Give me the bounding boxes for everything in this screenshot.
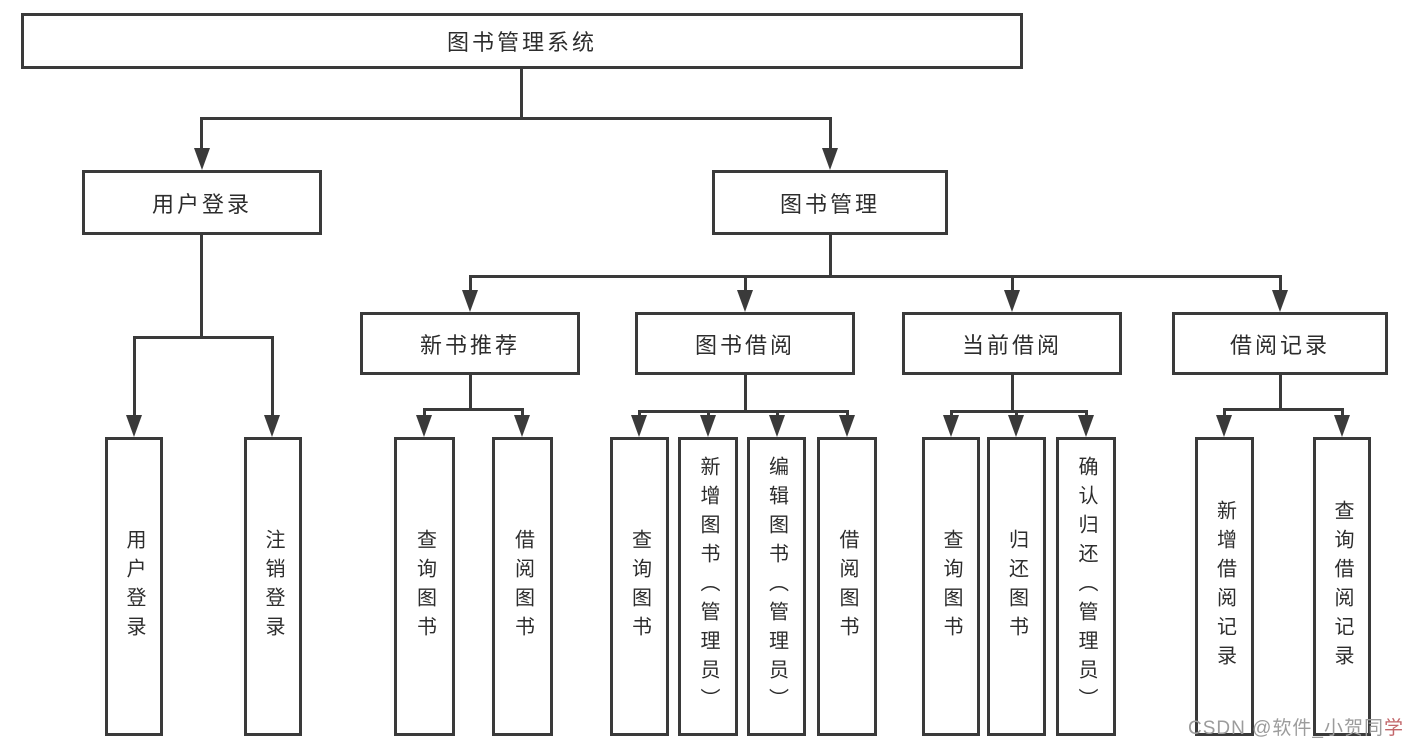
edge-line xyxy=(1279,375,1282,408)
edge-line xyxy=(200,117,203,148)
arrow-down-icon xyxy=(264,415,280,437)
arrow-down-icon xyxy=(194,148,210,170)
leaf-edit-book-admin-label: 编辑图书（管理员） xyxy=(765,456,788,717)
arrow-down-icon xyxy=(1272,290,1288,312)
edge-line xyxy=(200,235,203,336)
node-root-label: 图书管理系统 xyxy=(446,30,597,55)
arrow-down-icon xyxy=(514,415,530,437)
edge-line xyxy=(469,375,472,408)
leaf-edit-book-admin: 编辑图书（管理员） xyxy=(747,437,806,736)
edge-line xyxy=(271,336,274,415)
node-borrow-record-label: 借阅记录 xyxy=(1229,332,1330,358)
arrow-down-icon xyxy=(700,415,716,437)
edge-line xyxy=(1223,408,1226,416)
node-book-borrow: 图书借阅 xyxy=(635,312,855,375)
edge-line xyxy=(638,410,641,416)
csdn-watermark-accent: 学 xyxy=(1383,718,1404,739)
leaf-query-book-1-label: 查询图书 xyxy=(413,528,436,645)
leaf-borrow-book-2-label: 借阅图书 xyxy=(836,528,858,645)
edge-line xyxy=(638,410,849,413)
node-root: 图书管理系统 xyxy=(21,13,1023,69)
edge-line xyxy=(133,336,136,415)
edge-line xyxy=(469,275,472,291)
node-book-borrow-label: 图书借阅 xyxy=(694,332,795,358)
leaf-add-book-admin: 新增图书（管理员） xyxy=(678,437,738,736)
edge-line xyxy=(1223,408,1344,411)
node-user-login-label: 用户登录 xyxy=(151,191,252,217)
node-current-borrow: 当前借阅 xyxy=(902,312,1122,375)
arrow-down-icon xyxy=(1004,290,1020,312)
arrow-down-icon xyxy=(1008,415,1024,437)
node-book-management: 图书管理 xyxy=(712,170,948,235)
edge-line xyxy=(1011,275,1014,291)
edge-line xyxy=(1015,410,1018,416)
edge-line xyxy=(744,275,747,291)
arrow-down-icon xyxy=(943,415,959,437)
arrow-down-icon xyxy=(462,290,478,312)
node-borrow-record: 借阅记录 xyxy=(1172,312,1388,375)
arrow-down-icon xyxy=(1216,415,1232,437)
node-new-book-recommend-label: 新书推荐 xyxy=(419,332,520,358)
edge-line xyxy=(423,408,426,416)
edge-line xyxy=(846,410,849,416)
leaf-return-book: 归还图书 xyxy=(987,437,1046,736)
edge-line xyxy=(521,408,524,416)
leaf-user-login-label: 用户登录 xyxy=(123,528,145,645)
leaf-logout-label: 注销登录 xyxy=(262,528,284,645)
arrow-down-icon xyxy=(1334,415,1350,437)
edge-line xyxy=(829,235,832,275)
csdn-watermark-text: CSDN @软件_小贺同 xyxy=(1188,718,1384,739)
edge-line xyxy=(950,410,1088,413)
node-new-book-recommend: 新书推荐 xyxy=(360,312,580,375)
edge-line xyxy=(520,67,523,117)
leaf-query-book-3: 查询图书 xyxy=(922,437,980,736)
arrow-down-icon xyxy=(126,415,142,437)
edge-line xyxy=(707,410,710,416)
leaf-confirm-return-admin: 确认归还（管理员） xyxy=(1056,437,1116,736)
node-user-login: 用户登录 xyxy=(82,170,322,235)
leaf-borrow-book-1: 借阅图书 xyxy=(492,437,553,736)
edge-line xyxy=(1341,408,1344,416)
arrow-down-icon xyxy=(769,415,785,437)
edge-line xyxy=(950,410,953,416)
leaf-add-borrow-record-label: 新增借阅记录 xyxy=(1213,499,1236,674)
leaf-logout: 注销登录 xyxy=(244,437,302,736)
leaf-confirm-return-admin-label: 确认归还（管理员） xyxy=(1075,456,1097,717)
csdn-watermark: CSDN @软件_小贺同学 xyxy=(1188,713,1404,740)
edge-line xyxy=(201,117,832,120)
arrow-down-icon xyxy=(631,415,647,437)
leaf-return-book-label: 归还图书 xyxy=(1005,528,1028,645)
leaf-borrow-book-2: 借阅图书 xyxy=(817,437,877,736)
leaf-query-borrow-record-label: 查询借阅记录 xyxy=(1331,499,1353,674)
leaf-add-book-admin-label: 新增图书（管理员） xyxy=(697,456,719,717)
leaf-add-borrow-record: 新增借阅记录 xyxy=(1195,437,1254,736)
leaf-query-book-3-label: 查询图书 xyxy=(940,528,962,645)
node-book-management-label: 图书管理 xyxy=(779,191,880,217)
edge-line xyxy=(1011,375,1014,410)
edge-line xyxy=(1085,410,1088,416)
edge-line xyxy=(423,408,524,411)
leaf-query-borrow-record: 查询借阅记录 xyxy=(1313,437,1371,736)
leaf-borrow-book-1-label: 借阅图书 xyxy=(511,528,534,645)
arrow-down-icon xyxy=(1078,415,1094,437)
arrow-down-icon xyxy=(822,148,838,170)
leaf-query-book-1: 查询图书 xyxy=(394,437,455,736)
leaf-query-book-2-label: 查询图书 xyxy=(628,528,651,645)
edge-line xyxy=(133,336,274,339)
edge-line xyxy=(469,275,1282,278)
edge-line xyxy=(776,410,779,416)
edge-line xyxy=(744,375,747,410)
arrow-down-icon xyxy=(737,290,753,312)
arrow-down-icon xyxy=(839,415,855,437)
leaf-user-login: 用户登录 xyxy=(105,437,163,736)
arrow-down-icon xyxy=(416,415,432,437)
leaf-query-book-2: 查询图书 xyxy=(610,437,669,736)
edge-line xyxy=(829,117,832,148)
edge-line xyxy=(1279,275,1282,291)
node-current-borrow-label: 当前借阅 xyxy=(961,332,1062,358)
